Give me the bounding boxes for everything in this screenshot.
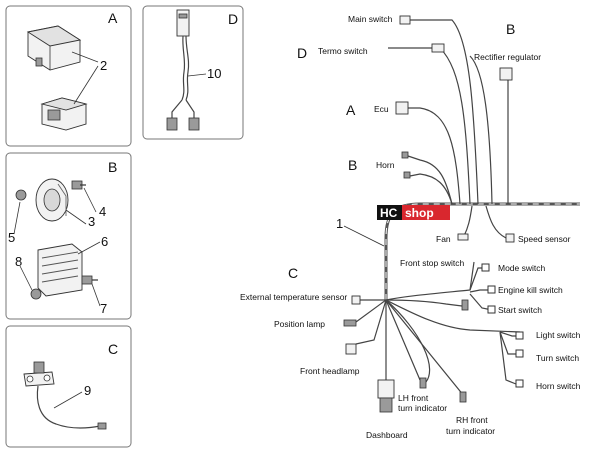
dashboard-plug (379, 397, 393, 413)
label-termo-switch: Termo switch (318, 46, 368, 56)
part-number-2: 2 (100, 58, 107, 73)
panel-c-frame (5, 325, 132, 448)
label-speed-sensor: Speed sensor (518, 234, 571, 244)
panel-d-letter: D (228, 11, 238, 27)
label-external-temperature-sensor: External temperature sensor (240, 292, 347, 302)
label-front-headlamp: Front headlamp (300, 366, 360, 376)
part-number-8: 8 (15, 254, 22, 269)
label-lh-front-line2: turn indicator (398, 403, 447, 413)
dashboard-connector (377, 379, 395, 399)
harness-letter-b-top: B (506, 21, 515, 37)
label-main-switch: Main switch (348, 14, 393, 24)
main-switch-connector (399, 15, 411, 25)
watermark-left-text: HC (380, 206, 398, 220)
label-mode-switch: Mode switch (498, 263, 546, 273)
panel-b-letter: B (108, 159, 117, 175)
label-front-stop-switch: Front stop switch (400, 258, 465, 268)
horn-connector-2 (403, 171, 411, 179)
fan-connector (457, 233, 469, 241)
horn-bolt-part (71, 180, 86, 190)
harness-letter-b-horn: B (348, 157, 357, 173)
label-fan: Fan (436, 234, 451, 244)
position-lamp-connector (343, 319, 357, 327)
connector-part (40, 97, 88, 131)
main-harness (343, 15, 580, 413)
ecu-connector (395, 101, 409, 115)
front-stop-switch-connector (461, 299, 469, 311)
label-start-switch: Start switch (498, 305, 542, 315)
label-ecu: Ecu (374, 104, 389, 114)
label-lh-front-line1: LH front (398, 393, 429, 403)
part-number-10: 10 (207, 66, 221, 81)
harness-letter-c: C (288, 265, 298, 281)
part-number-9: 9 (84, 383, 91, 398)
termo-switch-part (166, 9, 200, 131)
start-switch-connector (487, 305, 496, 314)
mode-switch-connector (481, 263, 490, 272)
label-position-lamp: Position lamp (274, 319, 325, 329)
harness-letter-a: A (346, 102, 356, 118)
label-light-switch: Light switch (536, 330, 581, 340)
panel-c-letter: C (108, 341, 118, 357)
lh-front-turn-indicator-connector (419, 377, 427, 389)
speed-sensor-part (23, 361, 107, 430)
label-horn-switch: Horn switch (536, 381, 581, 391)
part-number-4: 4 (99, 204, 106, 219)
speed-sensor-connector (505, 233, 515, 243)
label-rectifier-regulator: Rectifier regulator (474, 52, 541, 62)
watermark-right-text: shop (405, 206, 434, 220)
horn-switch-connector (515, 379, 524, 388)
part-number-1: 1 (336, 216, 343, 231)
engine-kill-switch-connector (487, 285, 496, 294)
panel-a: A 2 (5, 5, 132, 147)
part-number-3: 3 (88, 214, 95, 229)
panel-b: B 3 4 5 6 7 8 (5, 152, 132, 320)
panel-c: C 9 (5, 325, 132, 448)
panel-a-letter: A (108, 10, 118, 26)
hc-shop-watermark: HC shop (377, 205, 450, 220)
panel-d: D 10 (142, 5, 244, 140)
label-turn-switch: Turn switch (536, 353, 579, 363)
panel-d-frame (142, 5, 244, 140)
part-number-7: 7 (100, 301, 107, 316)
label-engine-kill-switch: Engine kill switch (498, 285, 563, 295)
harness-letter-d: D (297, 45, 307, 61)
front-headlamp-connector (345, 343, 357, 355)
light-switch-connector (515, 331, 524, 340)
part-number-5: 5 (8, 230, 15, 245)
horn-nut-part (15, 189, 27, 201)
horn-connector-1 (401, 151, 409, 159)
rectifier-regulator-connector (499, 67, 513, 81)
rectifier-regulator-part (37, 243, 83, 297)
regulator-nut-part (30, 288, 42, 300)
turn-switch-connector (515, 349, 524, 358)
panel-b-frame (5, 152, 132, 320)
rh-front-turn-indicator-connector (459, 391, 467, 403)
part-number-6: 6 (101, 234, 108, 249)
label-horn: Horn (376, 160, 395, 170)
regulator-bolt-part (81, 275, 98, 285)
label-rh-front-line1: RH front (456, 415, 488, 425)
external-temperature-sensor-connector (351, 295, 361, 305)
label-rh-front-line2: turn indicator (446, 426, 495, 436)
horn-part (35, 178, 69, 222)
termo-switch-connector (431, 43, 445, 53)
ecu-module-part (26, 25, 82, 71)
label-dashboard: Dashboard (366, 430, 408, 440)
panel-a-frame (5, 5, 132, 147)
